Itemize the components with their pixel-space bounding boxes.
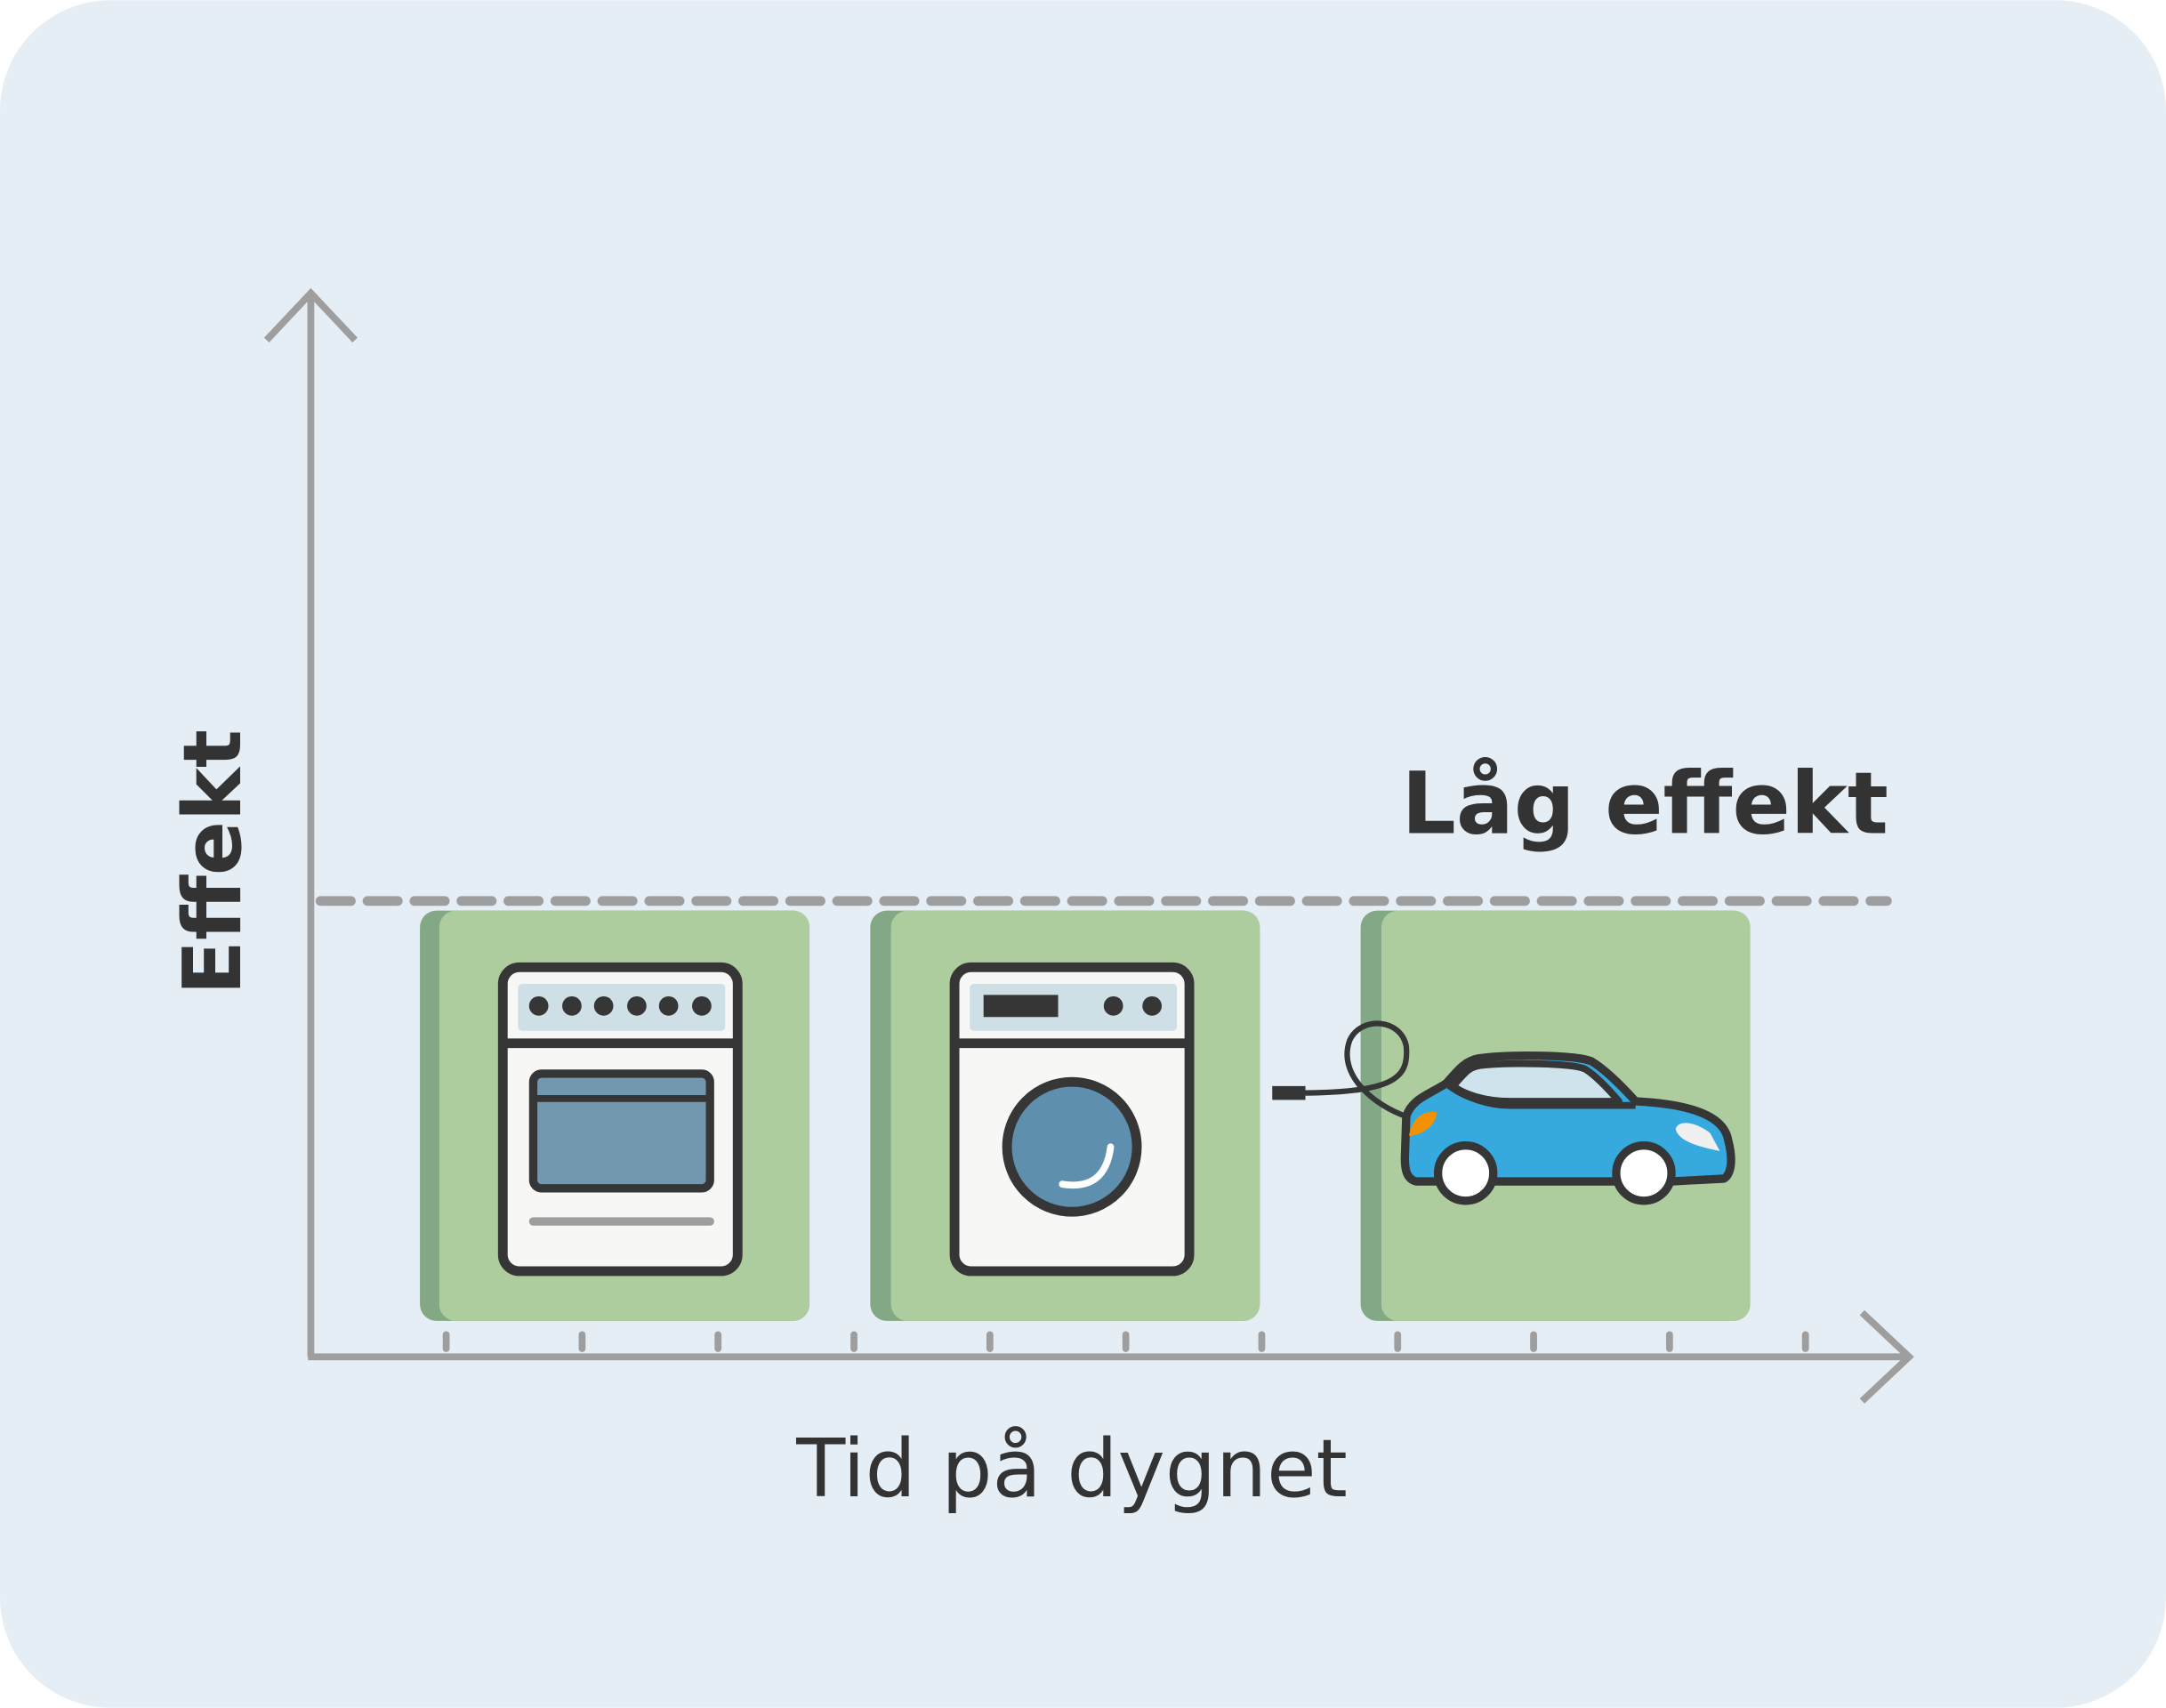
threshold-label: Låg effekt — [1402, 754, 1888, 854]
washing-machine-icon — [949, 962, 1195, 1277]
electric-car-icon — [1272, 1020, 1735, 1205]
y-axis-label: Effekt — [166, 729, 260, 995]
x-axis-label: Tid på dygnet — [795, 1422, 1348, 1516]
x-axis — [308, 1309, 1914, 1404]
y-axis — [263, 287, 358, 1358]
stove-icon — [497, 962, 743, 1277]
